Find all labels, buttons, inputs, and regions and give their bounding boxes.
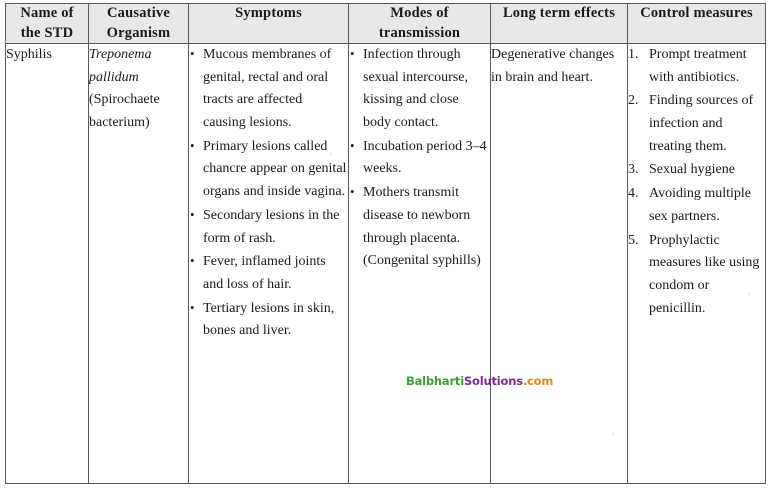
list-item: Prophylactic measures like using condom …	[628, 230, 760, 316]
header-line-2: transmission	[378, 24, 461, 41]
transmission-list: Infection through sexual intercourse, ki…	[349, 43, 490, 273]
header-line-1: Modes of	[390, 5, 449, 21]
symptoms-list: Mucous membranes of genital, rectal and …	[189, 43, 348, 343]
std-name-text: Syphilis	[6, 47, 52, 63]
cell-symptoms: Mucous membranes of genital, rectal and …	[188, 43, 349, 485]
list-item: Sexual hygiene	[628, 159, 735, 181]
list-item: Primary lesions called chancre appear on…	[189, 135, 348, 204]
header-line-2: the STD	[20, 24, 74, 41]
list-item: Secondary lesions in the form of rash.	[189, 204, 348, 250]
column-header-modes-of-transmission: Modes of transmission	[348, 2, 491, 45]
list-item: Tertiary lesions in skin, bones and live…	[189, 297, 348, 343]
watermark-part-brand: Balbharti	[406, 374, 464, 388]
list-item: Avoiding multiple sex partners.	[628, 183, 752, 224]
organism-descriptor: (Spirochaete bacterium)	[89, 92, 160, 131]
list-item: Infection through sexual intercourse, ki…	[349, 43, 490, 135]
cell-causative-organism: Treponema pallidum (Spirochaete bacteriu…	[88, 43, 189, 485]
list-item: Fever, inflamed joints and loss of hair.	[189, 250, 348, 296]
control-measures-list: Prompt treatment with antibiotics. Findi…	[628, 44, 765, 320]
table-row: Syphilis Treponema pallidum (Spirochaete…	[5, 43, 766, 485]
site-watermark: BalbhartiSolutions.com	[406, 374, 553, 388]
std-comparison-table: Name of the STD Causative Organism Sympt…	[5, 2, 766, 485]
organism-scientific-name: Treponema pallidum	[89, 47, 152, 85]
cell-modes-of-transmission: Infection through sexual intercourse, ki…	[348, 43, 491, 485]
cell-std-name: Syphilis	[5, 43, 89, 485]
column-header-causative-organism: Causative Organism	[88, 2, 189, 45]
column-header-std-name: Name of the STD	[5, 2, 89, 45]
cell-control-measures: Prompt treatment with antibiotics. Findi…	[627, 43, 766, 485]
cell-long-term-effects: Degenerative changes in brain and heart.	[490, 43, 628, 485]
column-header-long-term-effects: Long term effects	[490, 2, 628, 45]
table-header: Name of the STD Causative Organism Sympt…	[5, 2, 766, 45]
column-header-symptoms: Symptoms	[188, 2, 349, 45]
list-item: Mucous membranes of genital, rectal and …	[189, 43, 348, 135]
list-item: Mothers transmit disease to newborn thro…	[349, 181, 490, 273]
table-body: Syphilis Treponema pallidum (Spirochaete…	[5, 43, 766, 485]
header-line-2: Organism	[106, 24, 171, 41]
organism-block: Treponema pallidum (Spirochaete bacteriu…	[89, 44, 188, 135]
list-item: Finding sources of infection and treatin…	[628, 90, 754, 154]
list-item: Prompt treatment with antibiotics.	[628, 44, 747, 85]
column-header-control-measures: Control measures	[627, 2, 766, 45]
header-line-1: Name of	[20, 5, 74, 21]
header-row: Name of the STD Causative Organism Sympt…	[5, 2, 766, 45]
long-term-effects-text: Degenerative changes in brain and heart.	[491, 47, 615, 85]
watermark-part-tld: .com	[522, 374, 554, 388]
watermark-part-solutions: Solutions	[463, 374, 523, 388]
list-item: Incubation period 3–4 weeks.	[349, 135, 490, 181]
header-line-1: Causative	[106, 5, 171, 21]
